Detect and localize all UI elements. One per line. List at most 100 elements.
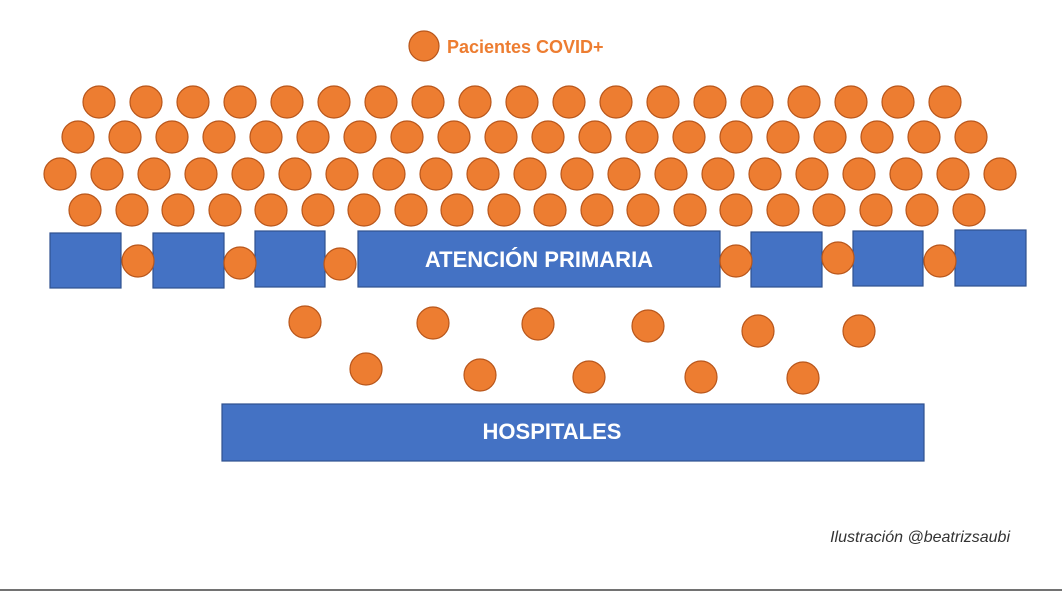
patient-dot: [129, 85, 163, 119]
patient-dot: [531, 120, 565, 154]
patient-dot: [176, 85, 210, 119]
patient-dot: [437, 120, 471, 154]
patient-dot: [411, 85, 445, 119]
patient-dot: [513, 157, 547, 191]
patient-dot: [484, 120, 518, 154]
patient-dot: [317, 85, 351, 119]
patient-dot: [719, 193, 753, 227]
patient-dot: [301, 193, 335, 227]
patient-dot: [572, 360, 606, 394]
patient-dot: [278, 157, 312, 191]
patient-dot: [607, 157, 641, 191]
legend-patient-icon: [408, 30, 440, 62]
patient-dot: [521, 307, 555, 341]
patient-dot: [719, 120, 753, 154]
patient-dot: [954, 120, 988, 154]
primary-care-row: ATENCIÓN PRIMARIA: [49, 229, 1027, 289]
patient-dot: [115, 193, 149, 227]
patient-dot: [533, 193, 567, 227]
patients-in-gaps: [121, 241, 957, 281]
patient-dot: [905, 193, 939, 227]
patient-dot: [43, 157, 77, 191]
patient-dot: [466, 157, 500, 191]
patient-dot: [928, 85, 962, 119]
patient-dot: [270, 85, 304, 119]
patient-dot: [505, 85, 539, 119]
patient-dot: [90, 157, 124, 191]
patient-dot: [487, 193, 521, 227]
patient-dot: [560, 157, 594, 191]
patient-dot: [463, 358, 497, 392]
patient-dot: [740, 85, 774, 119]
patient-dot: [419, 157, 453, 191]
hospitals-row: HOSPITALES: [221, 403, 925, 462]
patient-dot: [578, 120, 612, 154]
patient-dot: [748, 157, 782, 191]
patient-dot: [223, 246, 257, 280]
patient-dot: [889, 157, 923, 191]
patient-dot: [249, 120, 283, 154]
patient-dot: [646, 85, 680, 119]
patient-dot: [231, 157, 265, 191]
patient-dot: [599, 85, 633, 119]
illustration-credit: Ilustración @beatrizsaubi: [830, 529, 1010, 546]
patient-dot: [552, 85, 586, 119]
patients-to-hospitals: [288, 305, 876, 395]
legend: Pacientes COVID+: [408, 30, 604, 62]
patient-dot: [137, 157, 171, 191]
patient-dot: [693, 85, 727, 119]
patient-dot: [349, 352, 383, 386]
primary-care-block: [254, 230, 326, 288]
patient-dot: [821, 241, 855, 275]
patient-dot: [936, 157, 970, 191]
patient-dot: [625, 120, 659, 154]
patient-dot: [654, 157, 688, 191]
patient-dot: [343, 120, 377, 154]
patient-dot: [325, 157, 359, 191]
patient-dot: [223, 85, 257, 119]
patient-dot: [155, 120, 189, 154]
patient-dot: [813, 120, 847, 154]
primary-care-label: ATENCIÓN PRIMARIA: [425, 247, 653, 272]
primary-care-block: [852, 230, 924, 287]
patient-dot: [347, 193, 381, 227]
patient-dot: [161, 193, 195, 227]
patient-dot: [701, 157, 735, 191]
patient-dot: [631, 309, 665, 343]
patient-dot: [254, 193, 288, 227]
patient-dot: [672, 120, 706, 154]
patient-crowd: [43, 85, 1017, 227]
patient-dot: [719, 244, 753, 278]
patient-dot: [952, 193, 986, 227]
hospitals-block: [221, 403, 925, 462]
patient-dot: [684, 360, 718, 394]
primary-care-main-block: [357, 230, 721, 288]
patient-dot: [184, 157, 218, 191]
patient-dot: [907, 120, 941, 154]
patient-dot: [61, 120, 95, 154]
patient-dot: [626, 193, 660, 227]
patient-dot: [372, 157, 406, 191]
patient-dot: [766, 193, 800, 227]
patient-dot: [812, 193, 846, 227]
patient-dot: [859, 193, 893, 227]
primary-care-block: [954, 229, 1027, 287]
patient-dot: [108, 120, 142, 154]
patient-dot: [842, 314, 876, 348]
legend-label: Pacientes COVID+: [447, 37, 604, 57]
patient-dot: [923, 244, 957, 278]
patient-dot: [786, 361, 820, 395]
patient-dot: [208, 193, 242, 227]
patient-dot: [787, 85, 821, 119]
patient-dot: [860, 120, 894, 154]
patient-dot: [390, 120, 424, 154]
primary-care-block: [750, 231, 823, 288]
patient-dot: [323, 247, 357, 281]
patient-dot: [842, 157, 876, 191]
patient-dot: [440, 193, 474, 227]
patient-dot: [202, 120, 236, 154]
patient-dot: [580, 193, 614, 227]
patient-dot: [394, 193, 428, 227]
patient-dot: [766, 120, 800, 154]
patient-dot: [288, 305, 322, 339]
